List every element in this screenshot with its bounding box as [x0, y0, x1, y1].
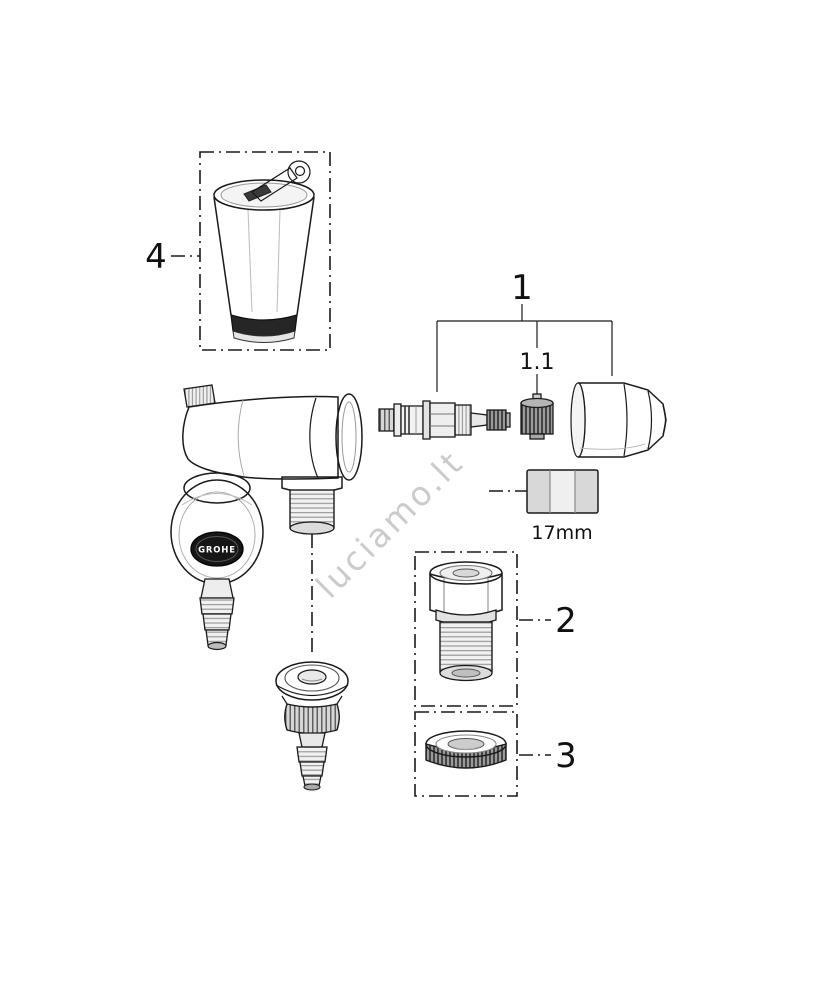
cartridge-spline-end [378, 408, 395, 432]
hose-barb-end [207, 641, 227, 651]
connector-neck [298, 732, 326, 748]
valve-body-group: GROHE [170, 384, 363, 651]
part3-box [414, 711, 518, 797]
cartridge-group [378, 400, 511, 440]
part1-1-label: 1.1 [520, 350, 555, 375]
part3-group: 3 [414, 711, 577, 797]
inlet-stub [183, 384, 216, 408]
cartridge-flange [422, 400, 431, 440]
key-hole [294, 165, 306, 177]
connector-flange-inner [284, 664, 340, 692]
cartridge-hex [429, 402, 456, 438]
cap-shading-line [247, 209, 253, 313]
connector-flange [275, 661, 349, 701]
grohe-badge-label: GROHE [198, 546, 236, 556]
part1-callout: 1 1.1 [436, 268, 613, 398]
hose-barb-ring [202, 613, 232, 631]
handle-cap-group [570, 382, 667, 458]
body-parting-line [237, 399, 245, 477]
grohe-badge [190, 531, 244, 567]
cap-shading-line [276, 209, 281, 313]
handle-cap-facet [647, 390, 653, 450]
cartridge-thread [454, 404, 472, 436]
cartridge-tip-cap [505, 412, 511, 428]
part2-box [414, 551, 518, 707]
handle-cap-facet [623, 383, 628, 457]
handle-cap-facet [662, 404, 667, 436]
outlet-rim [289, 521, 335, 535]
hose-connector-group [275, 661, 349, 791]
hex-block-mid-facet [550, 471, 575, 512]
key-head [287, 160, 311, 184]
insert-bottom-tip [529, 433, 545, 440]
cartridge-shaft [470, 412, 488, 428]
cap-bottom-rim [232, 330, 296, 343]
adapter-top-rim [429, 561, 503, 585]
key-blade [251, 167, 298, 202]
grohe-badge-ring [195, 536, 239, 562]
part1-label: 1 [511, 268, 533, 308]
part3-label: 3 [555, 736, 577, 776]
connector-flange-underside [275, 684, 349, 696]
connector-hole-thread [301, 678, 323, 682]
ringnut-top-rim [425, 730, 507, 758]
wall-flange-disc [335, 393, 363, 481]
connector-flare-right [336, 695, 343, 705]
barb-neck [200, 578, 234, 599]
cover-cap [213, 160, 315, 343]
body-elbow-line [309, 397, 319, 479]
part4-group: 4 [145, 151, 331, 351]
part1-1-group [520, 393, 554, 440]
part4-box [199, 151, 331, 351]
handle-cap-body [577, 382, 667, 458]
key-icon [251, 160, 311, 202]
part2-label: 2 [555, 601, 577, 641]
hex-size-label: 17mm [531, 522, 592, 544]
valve-head-ring [178, 491, 256, 579]
ringnut-thread-hint [451, 746, 481, 750]
adapter-thread [439, 621, 493, 673]
body-shell [182, 395, 339, 480]
insert-top [520, 397, 554, 409]
connector-hole [297, 669, 327, 685]
hex-tool-group: 17mm [489, 469, 599, 544]
connector-flare-left [281, 695, 288, 705]
wall-flange-inner [341, 401, 357, 473]
connector-barb-ring [296, 746, 328, 763]
adapter-bottom-hole [451, 668, 481, 678]
part2-group: 2 [414, 551, 577, 707]
valve-head-highlight [181, 493, 253, 506]
connector-knurl-band [284, 703, 340, 735]
connector-barb-end [303, 783, 321, 791]
part4-label: 4 [145, 237, 167, 277]
adapter-top-hole [452, 568, 480, 578]
cap-left-edge [213, 196, 232, 316]
cap-right-edge [296, 196, 315, 316]
cap-top-rim [213, 179, 315, 211]
cartridge-knurl-tip [486, 409, 507, 431]
handle-cap-left-face [570, 382, 586, 458]
handle-cap-shading [579, 443, 646, 450]
hose-barb-ring [199, 597, 235, 615]
head-collar [183, 472, 251, 504]
cartridge-collar [393, 403, 402, 437]
connector-barb-ring [299, 761, 325, 777]
